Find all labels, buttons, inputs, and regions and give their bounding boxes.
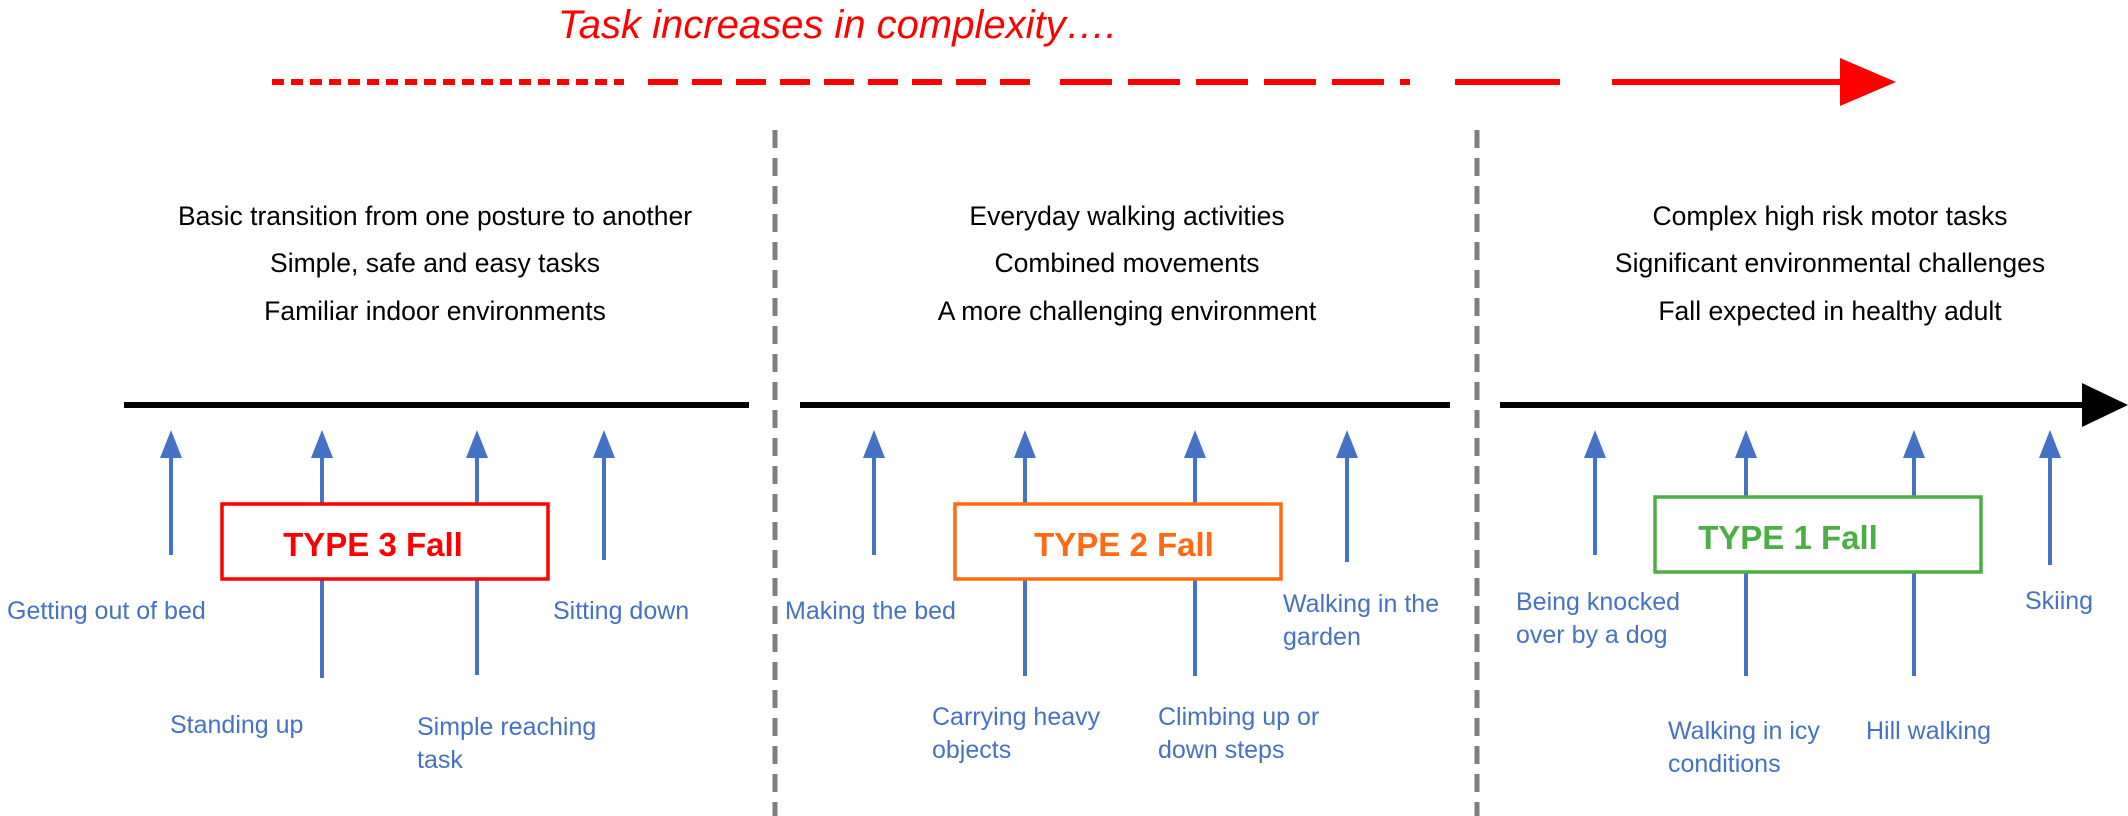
section-1-descriptions: Basic transition from one posture to ano… <box>178 201 692 326</box>
type-1-fall-box: TYPE 1 Fall <box>1653 495 1983 574</box>
activity-arrow-head <box>160 430 182 458</box>
section-1-arrows <box>160 430 615 678</box>
type-1-fall-frame <box>1653 495 1983 574</box>
activity-label: Being knocked <box>1516 588 1680 616</box>
type-1-fall-label: TYPE 1 Fall <box>1698 519 1878 556</box>
section-3-descriptions: Complex high risk motor tasks Significan… <box>1615 201 2045 326</box>
type-3-fall-box: TYPE 3 Fall <box>220 502 550 581</box>
activity-label: conditions <box>1668 750 1781 778</box>
section-2-description: Everyday walking activities <box>969 201 1284 231</box>
activity-arrow-head <box>1584 430 1606 458</box>
activity-label: Simple reaching <box>417 713 596 741</box>
activity-arrow-head <box>1014 430 1036 458</box>
activity-label: Climbing up or <box>1158 703 1319 731</box>
activity-arrow-head <box>466 430 488 458</box>
type-2-fall-frame <box>953 502 1283 581</box>
timeline-arrow-head <box>2082 383 2128 427</box>
activity-arrow-head <box>1336 430 1358 458</box>
activity-label: Hill walking <box>1866 717 1991 745</box>
activity-label: Carrying heavy <box>932 703 1101 731</box>
complexity-arrow <box>272 58 1896 106</box>
section-1-activities: Getting out of bed Standing up Simple re… <box>7 597 689 774</box>
type-3-fall-label: TYPE 3 Fall <box>283 526 463 563</box>
section-3-description: Significant environmental challenges <box>1615 248 2045 278</box>
section-1-description: Familiar indoor environments <box>264 296 606 326</box>
activity-arrow-head <box>593 430 615 458</box>
activity-label: task <box>417 746 463 774</box>
activity-label: Walking in icy <box>1668 717 1820 745</box>
section-3-activities: Being knocked over by a dog Walking in i… <box>1516 587 2093 778</box>
type-2-fall-label: TYPE 2 Fall <box>1034 526 1214 563</box>
activity-label: garden <box>1283 623 1361 651</box>
activity-arrow-head <box>2039 430 2061 458</box>
activity-arrow-head <box>1903 430 1925 458</box>
section-2-description: Combined movements <box>994 248 1259 278</box>
activity-arrow-head <box>863 430 885 458</box>
section-3-description: Fall expected in healthy adult <box>1658 296 2002 326</box>
activity-arrow-head <box>311 430 333 458</box>
activity-label: down steps <box>1158 736 1284 764</box>
activity-label: over by a dog <box>1516 621 1668 649</box>
activity-label: Sitting down <box>553 597 689 625</box>
type-2-fall-box: TYPE 2 Fall <box>953 502 1283 581</box>
activity-arrow-head <box>1735 430 1757 458</box>
activity-arrow-head <box>1184 430 1206 458</box>
section-2-description: A more challenging environment <box>938 296 1317 326</box>
complexity-arrow-head <box>1840 58 1896 106</box>
section-1-description: Basic transition from one posture to ano… <box>178 201 692 231</box>
section-2-activities: Making the bed Carrying heavy objects Cl… <box>785 590 1439 764</box>
type-3-fall-frame <box>220 502 550 581</box>
section-3-description: Complex high risk motor tasks <box>1653 201 2008 231</box>
activity-label: objects <box>932 736 1011 764</box>
activity-label: Making the bed <box>785 597 956 625</box>
section-1-description: Simple, safe and easy tasks <box>270 248 600 278</box>
complexity-title: Task increases in complexity…. <box>558 3 1117 47</box>
activity-label: Getting out of bed <box>7 597 206 625</box>
activity-label: Skiing <box>2025 587 2093 615</box>
activity-label: Walking in the <box>1283 590 1439 618</box>
section-2-descriptions: Everyday walking activities Combined mov… <box>938 201 1317 326</box>
activity-label: Standing up <box>170 711 303 739</box>
